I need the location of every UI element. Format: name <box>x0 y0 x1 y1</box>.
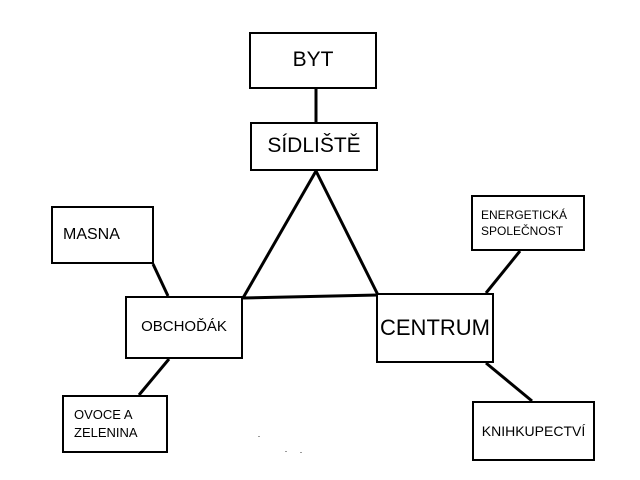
node-sidliste-label: SÍDLIŠTĚ <box>267 134 361 158</box>
edge-centrum-knihkupectvi <box>485 361 533 403</box>
node-masna-label: MASNA <box>63 226 120 244</box>
edge-sidliste-centrum <box>314 170 380 296</box>
edge-energeticka-centrum <box>484 250 522 294</box>
edge-masna-obchodak <box>151 263 170 297</box>
node-masna: MASNA <box>51 206 154 264</box>
edge-sidliste-obchodak <box>241 170 318 299</box>
edge-obchodak-ovoce <box>137 358 171 396</box>
node-byt-label: BYT <box>292 48 334 72</box>
stray-speck <box>285 451 287 452</box>
node-centrum-label: CENTRUM <box>380 315 490 341</box>
node-ovoce: OVOCE A ZELENINA <box>62 395 168 453</box>
node-centrum: CENTRUM <box>376 293 494 363</box>
stray-speck <box>258 436 260 437</box>
node-sidliste: SÍDLIŠTĚ <box>250 122 378 171</box>
edge-obchodak-centrum <box>242 293 379 300</box>
stray-speck <box>300 452 302 453</box>
node-obchodak: OBCHOĎÁK <box>125 296 243 359</box>
node-energeticka: ENERGETICKÁ SPOLEČNOST <box>471 195 585 251</box>
node-knihkupectvi: KNIHKUPECTVÍ <box>472 401 595 461</box>
node-obchodak-label: OBCHOĎÁK <box>141 318 227 336</box>
node-energeticka-label: ENERGETICKÁ SPOLEČNOST <box>481 207 568 238</box>
node-byt: BYT <box>249 32 377 89</box>
node-knihkupectvi-label: KNIHKUPECTVÍ <box>481 422 586 439</box>
node-ovoce-label: OVOCE A ZELENINA <box>74 407 138 440</box>
